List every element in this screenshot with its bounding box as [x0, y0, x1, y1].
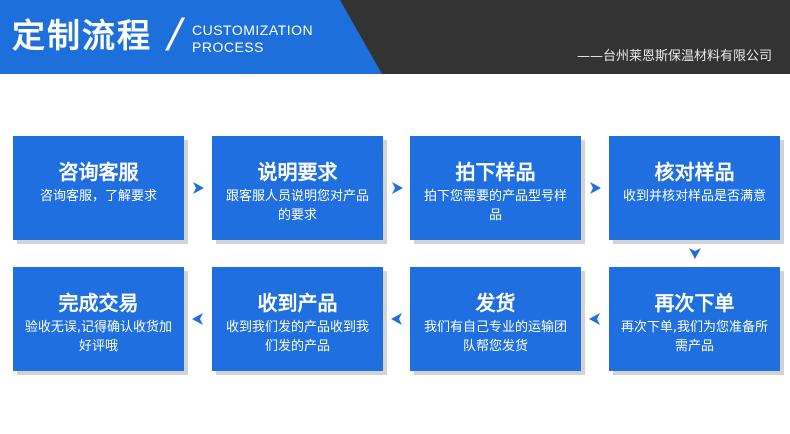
page-title: 定制流程	[12, 16, 152, 55]
step-card-consult: 咨询客服 咨询客服，了解要求	[13, 136, 184, 240]
step-card-check-sample: 核对样品 收到并核对样品是否满意	[609, 136, 780, 240]
step-description: 咨询客服，了解要求	[39, 189, 157, 204]
step-description: 收到并核对样品是否满意	[622, 189, 766, 204]
page-subtitle: CUSTOMIZATION PROCESS	[192, 22, 313, 56]
arrow-down-icon	[688, 246, 702, 260]
step-title: 咨询客服	[58, 160, 139, 184]
subtitle-line-2: PROCESS	[192, 39, 264, 55]
step-title: 收到产品	[257, 291, 338, 315]
step-description: 验收无误,记得确认收货加好评哦	[24, 320, 173, 354]
subtitle-line-1: CUSTOMIZATION	[192, 22, 314, 38]
step-card-reorder: 再次下单 再次下单,我们为您准备所需产品	[609, 267, 780, 371]
step-card-shipping: 发货 我们有自己专业的运输团队帮您发货	[410, 267, 581, 371]
header-blue-band	[0, 0, 382, 74]
arrow-right-icon	[588, 181, 602, 195]
company-name: ——台州莱恩斯保温材料有限公司	[576, 49, 772, 64]
step-title: 拍下样品	[455, 160, 536, 184]
step-title: 说明要求	[257, 160, 338, 184]
step-card-explain: 说明要求 跟客服人员说明您对产品的要求	[212, 136, 383, 240]
arrow-right-icon	[390, 181, 404, 195]
step-description: 拍下您需要的产品型号样品	[423, 189, 567, 223]
arrow-left-icon	[390, 312, 404, 326]
step-card-receive: 收到产品 收到我们发的产品收到我们发的产品	[212, 267, 383, 371]
step-title: 完成交易	[58, 291, 139, 315]
step-description: 我们有自己专业的运输团队帮您发货	[423, 320, 567, 354]
arrow-right-icon	[191, 181, 205, 195]
step-description: 跟客服人员说明您对产品的要求	[225, 189, 369, 223]
step-title: 发货	[475, 291, 516, 315]
arrow-left-icon	[191, 312, 205, 326]
step-card-order-sample: 拍下样品 拍下您需要的产品型号样品	[410, 136, 581, 240]
step-description: 再次下单,我们为您准备所需产品	[620, 320, 769, 354]
step-title: 核对样品	[654, 160, 735, 184]
step-description: 收到我们发的产品收到我们发的产品	[225, 320, 369, 354]
step-card-complete: 完成交易 验收无误,记得确认收货加好评哦	[13, 267, 184, 371]
page-header: 定制流程 / CUSTOMIZATION PROCESS ——台州莱恩斯保温材料…	[0, 0, 790, 74]
step-title: 再次下单	[654, 291, 735, 315]
arrow-left-icon	[588, 312, 602, 326]
title-slash: /	[168, 11, 182, 57]
